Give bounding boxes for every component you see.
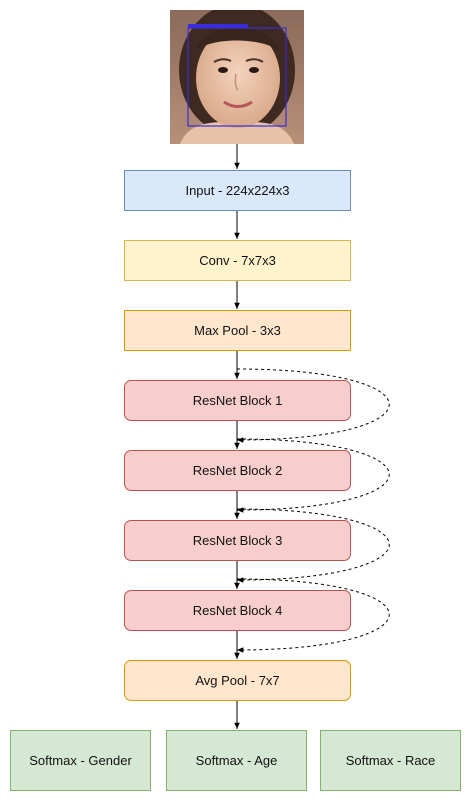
softmax-gender-box: Softmax - Gender: [10, 730, 151, 791]
skip-connection-4: [236, 578, 390, 653]
softmax-race-box: Softmax - Race: [320, 730, 461, 791]
avg-pool-layer-box: Avg Pool - 7x7: [124, 660, 351, 701]
conv-layer-box: Conv - 7x7x3: [124, 240, 351, 281]
skip-connection-1: [236, 368, 390, 443]
max-pool-layer-box: Max Pool - 3x3: [124, 310, 351, 351]
resnet-block-3-box: ResNet Block 3: [124, 520, 351, 561]
softmax-age-box: Softmax - Age: [166, 730, 307, 791]
skip-connection-3: [236, 508, 390, 583]
input-layer-box: Input - 224x224x3: [124, 170, 351, 211]
resnet-block-4-box: ResNet Block 4: [124, 590, 351, 631]
resnet-block-2-box: ResNet Block 2: [124, 450, 351, 491]
face-photo: [170, 10, 304, 144]
skip-connection-2: [236, 438, 390, 513]
resnet-block-1-box: ResNet Block 1: [124, 380, 351, 421]
